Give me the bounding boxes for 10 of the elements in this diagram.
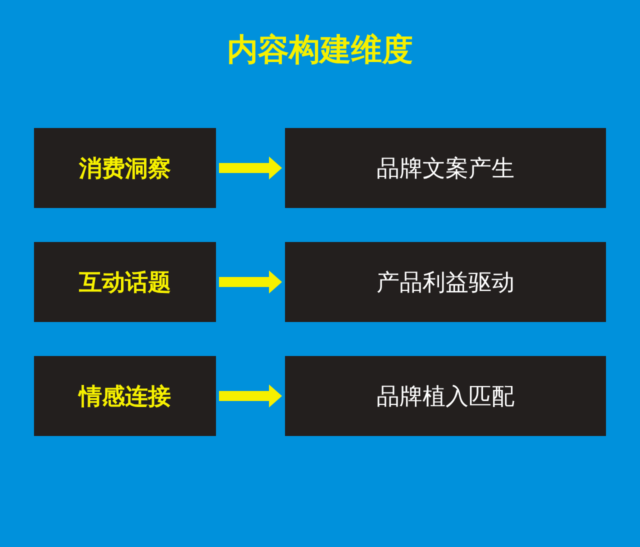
outcome-box: 品牌植入匹配 bbox=[285, 356, 606, 436]
dimension-box: 互动话题 bbox=[34, 242, 216, 322]
title: 内容构建维度 bbox=[227, 32, 413, 67]
dimension-box: 情感连接 bbox=[34, 356, 216, 436]
dimension-box: 消费洞察 bbox=[34, 128, 216, 208]
outcome-box: 品牌文案产生 bbox=[285, 128, 606, 208]
arrow bbox=[219, 270, 282, 294]
arrow bbox=[219, 384, 282, 408]
arrow bbox=[219, 156, 282, 180]
outcome-box: 产品利益驱动 bbox=[285, 242, 606, 322]
